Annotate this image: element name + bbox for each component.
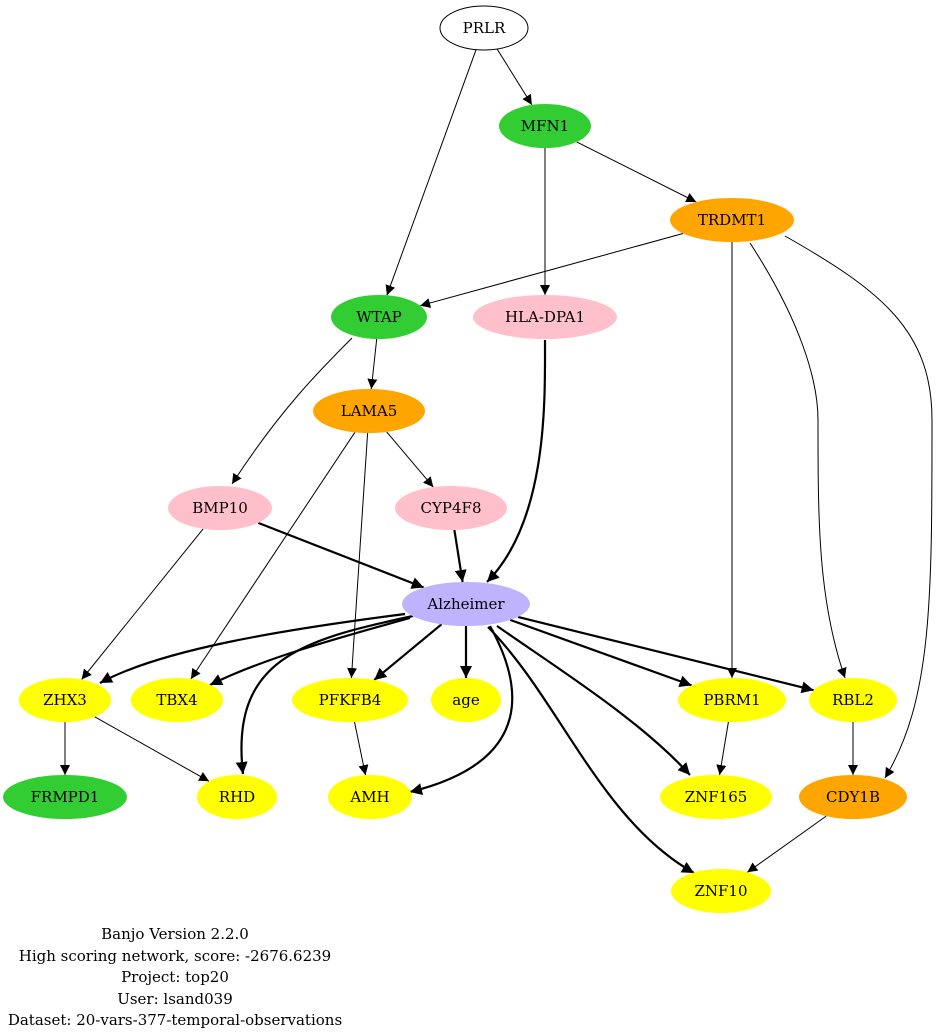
node-cdy1b[interactable]: CDY1B	[799, 775, 907, 819]
edge-alzheimer-to-rhd	[235, 614, 414, 775]
node-label-trdmt1: TRDMT1	[698, 211, 766, 229]
node-prlr[interactable]: PRLR	[439, 5, 529, 51]
node-label-cdy1b: CDY1B	[826, 788, 880, 806]
edge-mfn1-to-trdmt1	[576, 141, 697, 203]
node-label-znf10: ZNF10	[694, 882, 747, 900]
caption-project: Project: top20	[121, 968, 229, 986]
node-label-prlr: PRLR	[463, 19, 506, 37]
node-label-hla-dpa1: HLA-DPA1	[505, 308, 585, 326]
node-shape-cyp4f8	[395, 486, 507, 530]
node-shape-cdy1b	[799, 775, 907, 819]
node-label-cyp4f8: CYP4F8	[421, 499, 482, 517]
node-label-bmp10: BMP10	[192, 499, 248, 517]
node-shape-prlr	[439, 5, 529, 51]
node-shape-zhx3	[19, 678, 111, 722]
node-cyp4f8[interactable]: CYP4F8	[395, 486, 507, 530]
node-trdmt1[interactable]: TRDMT1	[670, 198, 794, 242]
node-shape-hla-dpa1	[473, 295, 617, 339]
edge-trdmt1-to-cdy1b	[784, 235, 933, 779]
edge-wtap-to-bmp10	[231, 337, 353, 485]
node-age[interactable]: age	[431, 678, 501, 722]
node-shape-bmp10	[168, 486, 272, 530]
node-label-wtap: WTAP	[356, 308, 402, 326]
edge-bmp10-to-alzheimer	[257, 521, 425, 589]
node-shape-age	[431, 678, 501, 722]
node-label-frmpd1: FRMPD1	[31, 788, 100, 806]
edge-alzheimer-to-znf10	[487, 626, 695, 874]
node-shape-pfkfb4	[292, 678, 408, 722]
node-shape-mfn1	[499, 104, 591, 148]
node-hla-dpa1[interactable]: HLA-DPA1	[473, 295, 617, 339]
node-label-pbrm1: PBRM1	[703, 691, 760, 709]
node-shape-lama5	[313, 389, 425, 433]
node-label-age: age	[452, 691, 480, 709]
edge-alzheimer-to-amh	[409, 625, 514, 795]
node-shape-znf165	[660, 775, 772, 819]
caption-score: High scoring network, score: -2676.6239	[18, 946, 332, 965]
edge-cdy1b-to-znf10	[747, 815, 827, 873]
node-shape-alzheimer	[402, 582, 530, 626]
node-shape-pbrm1	[678, 678, 786, 722]
node-amh[interactable]: AMH	[328, 775, 412, 819]
node-lama5[interactable]: LAMA5	[313, 389, 425, 433]
edge-alzheimer-to-pbrm1	[509, 618, 692, 687]
node-label-lama5: LAMA5	[341, 402, 398, 420]
node-pfkfb4[interactable]: PFKFB4	[292, 678, 408, 722]
node-alzheimer[interactable]: Alzheimer	[402, 582, 530, 626]
edge-wtap-to-lama5	[367, 338, 378, 390]
edge-cyp4f8-to-alzheimer	[453, 529, 467, 583]
node-label-zhx3: ZHX3	[43, 691, 87, 709]
node-label-mfn1: MFN1	[521, 117, 569, 135]
edge-prlr-to-wtap	[385, 49, 477, 296]
caption-version: Banjo Version 2.2.0	[101, 925, 249, 943]
edge-pfkfb4-to-amh	[354, 721, 369, 776]
node-shape-frmpd1	[3, 775, 127, 819]
caption-dataset: Dataset: 20-vars-377-temporal-observatio…	[7, 1011, 343, 1029]
node-shape-tbx4	[131, 678, 223, 722]
edges-layer	[60, 48, 933, 874]
edge-alzheimer-to-zhx3	[99, 612, 406, 684]
node-pbrm1[interactable]: PBRM1	[678, 678, 786, 722]
node-label-rbl2: RBL2	[832, 691, 874, 709]
edge-alzheimer-to-pfkfb4	[373, 623, 443, 681]
edge-hla-dpa1-to-alzheimer	[486, 339, 547, 583]
node-zhx3[interactable]: ZHX3	[19, 678, 111, 722]
node-rbl2[interactable]: RBL2	[809, 678, 897, 722]
node-label-tbx4: TBX4	[156, 691, 197, 709]
node-wtap[interactable]: WTAP	[331, 295, 427, 339]
edge-pbrm1-to-znf165	[716, 721, 729, 776]
edge-bmp10-to-zhx3	[81, 528, 204, 680]
node-bmp10[interactable]: BMP10	[168, 486, 272, 530]
node-znf165[interactable]: ZNF165	[660, 775, 772, 819]
node-frmpd1[interactable]: FRMPD1	[3, 775, 127, 819]
node-label-pfkfb4: PFKFB4	[319, 691, 382, 709]
edge-zhx3-to-rhd	[94, 716, 210, 782]
node-mfn1[interactable]: MFN1	[499, 104, 591, 148]
node-label-alzheimer: Alzheimer	[426, 595, 505, 613]
node-shape-rbl2	[809, 678, 897, 722]
edge-lama5-to-pfkfb4	[347, 432, 369, 679]
edge-trdmt1-to-rbl2	[749, 242, 847, 679]
caption-block: Banjo Version 2.2.0 High scoring network…	[0, 924, 350, 1032]
edge-lama5-to-cyp4f8	[386, 431, 434, 488]
edge-trdmt1-to-wtap	[420, 233, 684, 308]
edge-prlr-to-mfn1	[496, 48, 533, 106]
node-shape-trdmt1	[670, 198, 794, 242]
edge-alzheimer-to-rbl2	[517, 615, 814, 694]
node-label-rhd: RHD	[219, 788, 255, 806]
node-shape-amh	[328, 775, 412, 819]
node-shape-znf10	[671, 869, 771, 913]
edge-alzheimer-to-znf165	[496, 625, 691, 776]
node-label-znf165: ZNF165	[685, 788, 748, 806]
node-znf10[interactable]: ZNF10	[671, 869, 771, 913]
edge-lama5-to-tbx4	[190, 432, 356, 680]
node-label-amh: AMH	[349, 788, 389, 806]
node-rhd[interactable]: RHD	[197, 775, 277, 819]
node-shape-rhd	[197, 775, 277, 819]
node-shape-wtap	[331, 295, 427, 339]
caption-user: User: lsand039	[117, 989, 233, 1008]
node-tbx4[interactable]: TBX4	[131, 678, 223, 722]
